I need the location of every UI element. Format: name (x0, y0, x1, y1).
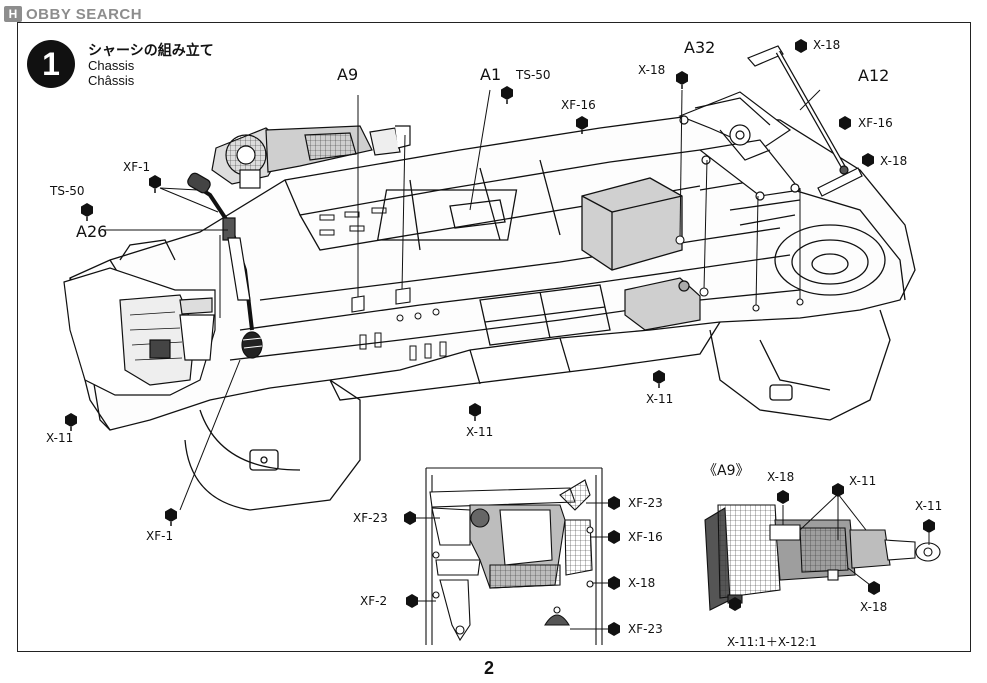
screw-posts (351, 235, 804, 313)
engine-inset-drawing (429, 479, 594, 642)
a9-inset-drawing (704, 504, 941, 611)
battery-box (581, 177, 683, 271)
a9-inset-title: 《A9》 (703, 463, 750, 479)
paint-label-xf16-right: XF-16 (858, 116, 893, 130)
front-engine-block (63, 267, 216, 396)
step-title-french: Châssis (88, 73, 135, 88)
engine-label-xf2: XF-2 (360, 594, 388, 608)
paint-label-x11-right: X-11 (646, 392, 674, 406)
engine-label-xf23-top: XF-23 (628, 496, 663, 510)
paint-label-ts50-top: TS-50 (516, 68, 551, 82)
paint-label-x11-center: X-11 (466, 425, 494, 439)
part-label-a1: A1 (480, 65, 502, 84)
paint-label-x18-a32: X-18 (638, 63, 666, 77)
fuel-tank (624, 277, 701, 331)
step-title-english: Chassis (88, 58, 135, 73)
a32-suspension-arm (678, 91, 802, 201)
a12-brace-bar (746, 45, 863, 197)
a9-paint-mix-note: X-11:1＋X-12:1 (727, 635, 817, 649)
leader-lines (103, 89, 821, 511)
a9-label-x11-top: X-11 (849, 474, 877, 488)
logo-mark: H (4, 6, 22, 22)
a9-label-x11-right: X-11 (915, 499, 943, 513)
paint-label-x18-top-right: X-18 (813, 38, 841, 52)
part-label-a32: A32 (684, 38, 716, 57)
part-label-a9: A9 (337, 65, 359, 84)
page-number: 2 (484, 658, 495, 678)
paint-label-xf16-top: XF-16 (561, 98, 596, 112)
paint-label-xf1-bottom: XF-1 (146, 529, 174, 543)
step-number-badge: 1 (27, 40, 75, 88)
paint-label-x18-right: X-18 (880, 154, 908, 168)
drive-shaft-a26 (187, 172, 263, 359)
instruction-frame (17, 22, 971, 652)
hobby-search-logo: H OBBY SEARCH (4, 4, 142, 24)
paint-label-ts50-left: TS-50 (50, 184, 85, 198)
engine-label-xf16: XF-16 (628, 530, 663, 544)
engine-label-xf23-bottom: XF-23 (628, 622, 663, 636)
chassis-floor-pan (69, 115, 916, 511)
step-title-japanese: シャーシの組み立て (88, 42, 214, 58)
part-label-a26: A26 (76, 222, 108, 241)
paint-label-x11-left: X-11 (46, 431, 74, 445)
engine-label-x18: X-18 (628, 576, 656, 590)
a9-label-x18-top: X-18 (767, 470, 795, 484)
part-label-a12: A12 (858, 66, 890, 85)
engine-label-xf23-left: XF-23 (353, 511, 388, 525)
paint-label-xf1-left: XF-1 (123, 160, 151, 174)
logo-text: OBBY SEARCH (26, 5, 143, 23)
a9-gearbox-main (211, 125, 411, 189)
a9-label-x18-bottom: X-18 (860, 600, 888, 614)
